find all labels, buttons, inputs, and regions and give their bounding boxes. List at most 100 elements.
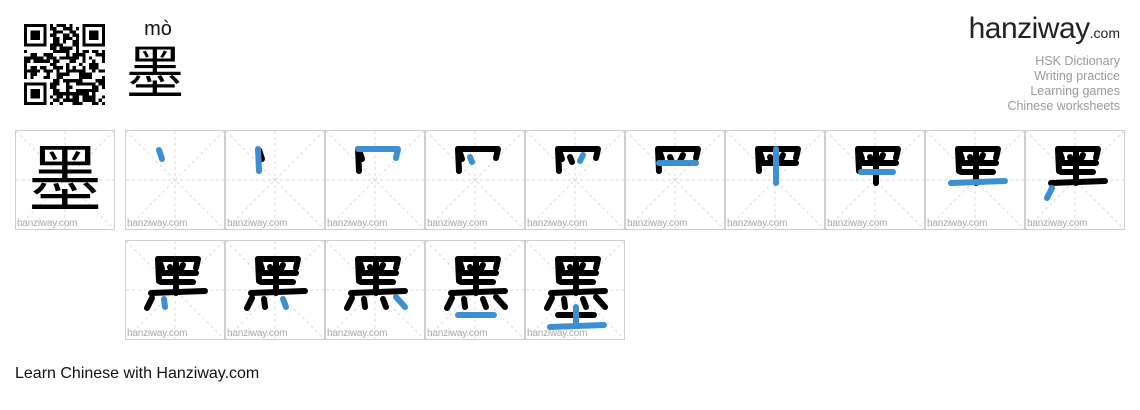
completed-stroke	[355, 256, 401, 271]
completed-stroke	[555, 146, 601, 161]
stroke-step-cell-1: hanziway.com	[125, 130, 225, 230]
stroke-step-cell-5: hanziway.com	[525, 130, 625, 230]
stroke-step-cell-9: hanziway.com	[925, 130, 1025, 230]
current-stroke	[156, 147, 165, 162]
stroke-step-cell-2: hanziway.com	[225, 130, 325, 230]
stroke-step-cell-8: hanziway.com	[825, 130, 925, 230]
completed-stroke	[155, 256, 201, 271]
cell-guide-lines	[426, 131, 524, 229]
completed-stroke	[244, 295, 255, 311]
completed-stroke	[355, 256, 362, 284]
link-learning-games[interactable]: Learning games	[1030, 84, 1120, 98]
stroke-step-cell-7: hanziway.com	[725, 130, 825, 230]
completed-stroke	[255, 256, 301, 271]
current-stroke	[393, 294, 408, 310]
completed-stroke	[544, 295, 555, 311]
cell-guide-lines	[226, 131, 324, 229]
completed-stroke	[261, 296, 268, 310]
completed-stroke	[348, 288, 408, 296]
completed-stroke	[493, 294, 508, 310]
completed-stroke	[955, 146, 1001, 161]
cell-watermark: hanziway.com	[127, 218, 188, 229]
completed-stroke	[1048, 178, 1108, 186]
current-stroke	[280, 296, 289, 310]
qr-code	[24, 24, 105, 105]
brand-links: HSK Dictionary Writing practice Learning…	[969, 54, 1120, 114]
brand-name: hanziway	[968, 12, 1091, 45]
stroke-step-cell-12: hanziway.com	[225, 240, 325, 340]
stroke-step-cell-4: hanziway.com	[425, 130, 525, 230]
completed-stroke	[248, 288, 308, 296]
current-stroke	[948, 178, 1008, 186]
completed-stroke	[593, 294, 608, 310]
completed-stroke	[755, 146, 762, 174]
stroke-step-cell-10: hanziway.com	[1025, 130, 1125, 230]
cell-watermark: hanziway.com	[727, 218, 788, 229]
completed-stroke	[580, 296, 589, 310]
cell-watermark: hanziway.com	[1027, 218, 1088, 229]
completed-stroke	[548, 288, 608, 296]
cell-guide-lines	[526, 131, 624, 229]
stroke-drawing	[455, 146, 501, 174]
completed-stroke	[144, 295, 155, 311]
model-character: 墨	[28, 137, 102, 223]
completed-stroke	[361, 296, 368, 310]
completed-stroke	[455, 146, 462, 174]
completed-stroke	[567, 154, 575, 165]
stroke-drawing	[948, 146, 1008, 186]
cell-watermark: hanziway.com	[427, 218, 488, 229]
completed-stroke	[380, 296, 389, 310]
link-hsk-dictionary[interactable]: HSK Dictionary	[1035, 54, 1120, 68]
cell-watermark: hanziway.com	[227, 218, 288, 229]
current-stroke	[577, 152, 586, 164]
completed-stroke	[455, 256, 462, 284]
stroke-drawing	[755, 146, 801, 186]
completed-stroke	[855, 146, 901, 161]
completed-stroke	[755, 146, 801, 161]
character-heading: 墨	[126, 39, 185, 107]
cell-watermark: hanziway.com	[127, 328, 188, 339]
cell-watermark: hanziway.com	[327, 218, 388, 229]
stroke-step-cell-14: hanziway.com	[425, 240, 525, 340]
stroke-drawing	[144, 256, 208, 311]
completed-stroke	[344, 295, 355, 311]
pinyin: mò	[144, 18, 172, 40]
stroke-drawing	[244, 256, 308, 311]
completed-stroke	[148, 288, 208, 296]
brand-logo[interactable]: hanziway.com	[969, 10, 1120, 52]
completed-stroke	[1055, 146, 1062, 174]
cell-watermark: hanziway.com	[527, 218, 588, 229]
completed-stroke	[955, 146, 962, 174]
stroke-drawing	[355, 146, 401, 174]
stroke-step-cell-13: hanziway.com	[325, 240, 425, 340]
stroke-step-cell-3: hanziway.com	[325, 130, 425, 230]
current-stroke	[547, 304, 607, 330]
brand-block: hanziway.com HSK Dictionary Writing prac…	[969, 10, 1120, 114]
completed-stroke	[155, 256, 162, 284]
stroke-drawing	[255, 146, 265, 174]
cell-watermark: hanziway.com	[827, 218, 888, 229]
completed-stroke	[448, 288, 508, 296]
stroke-drawing	[1044, 146, 1108, 201]
current-stroke	[255, 146, 262, 174]
completed-stroke	[355, 146, 362, 174]
cell-watermark: hanziway.com	[17, 218, 78, 229]
completed-stroke	[555, 256, 562, 284]
stroke-drawing	[344, 256, 408, 311]
link-chinese-worksheets[interactable]: Chinese worksheets	[1007, 99, 1120, 113]
cell-guide-lines	[326, 131, 424, 229]
brand-tld: .com	[1089, 25, 1120, 41]
completed-stroke	[455, 146, 501, 161]
completed-stroke	[461, 296, 468, 310]
completed-stroke	[855, 146, 862, 174]
cell-watermark: hanziway.com	[227, 328, 288, 339]
current-stroke	[161, 296, 168, 310]
stroke-step-cell-11: hanziway.com	[125, 240, 225, 340]
completed-stroke	[444, 295, 455, 311]
cell-watermark: hanziway.com	[527, 328, 588, 339]
link-writing-practice[interactable]: Writing practice	[1034, 69, 1120, 83]
cell-guide-lines	[626, 131, 724, 229]
footer-text: Learn Chinese with Hanziway.com	[15, 365, 260, 382]
current-stroke	[355, 146, 401, 161]
